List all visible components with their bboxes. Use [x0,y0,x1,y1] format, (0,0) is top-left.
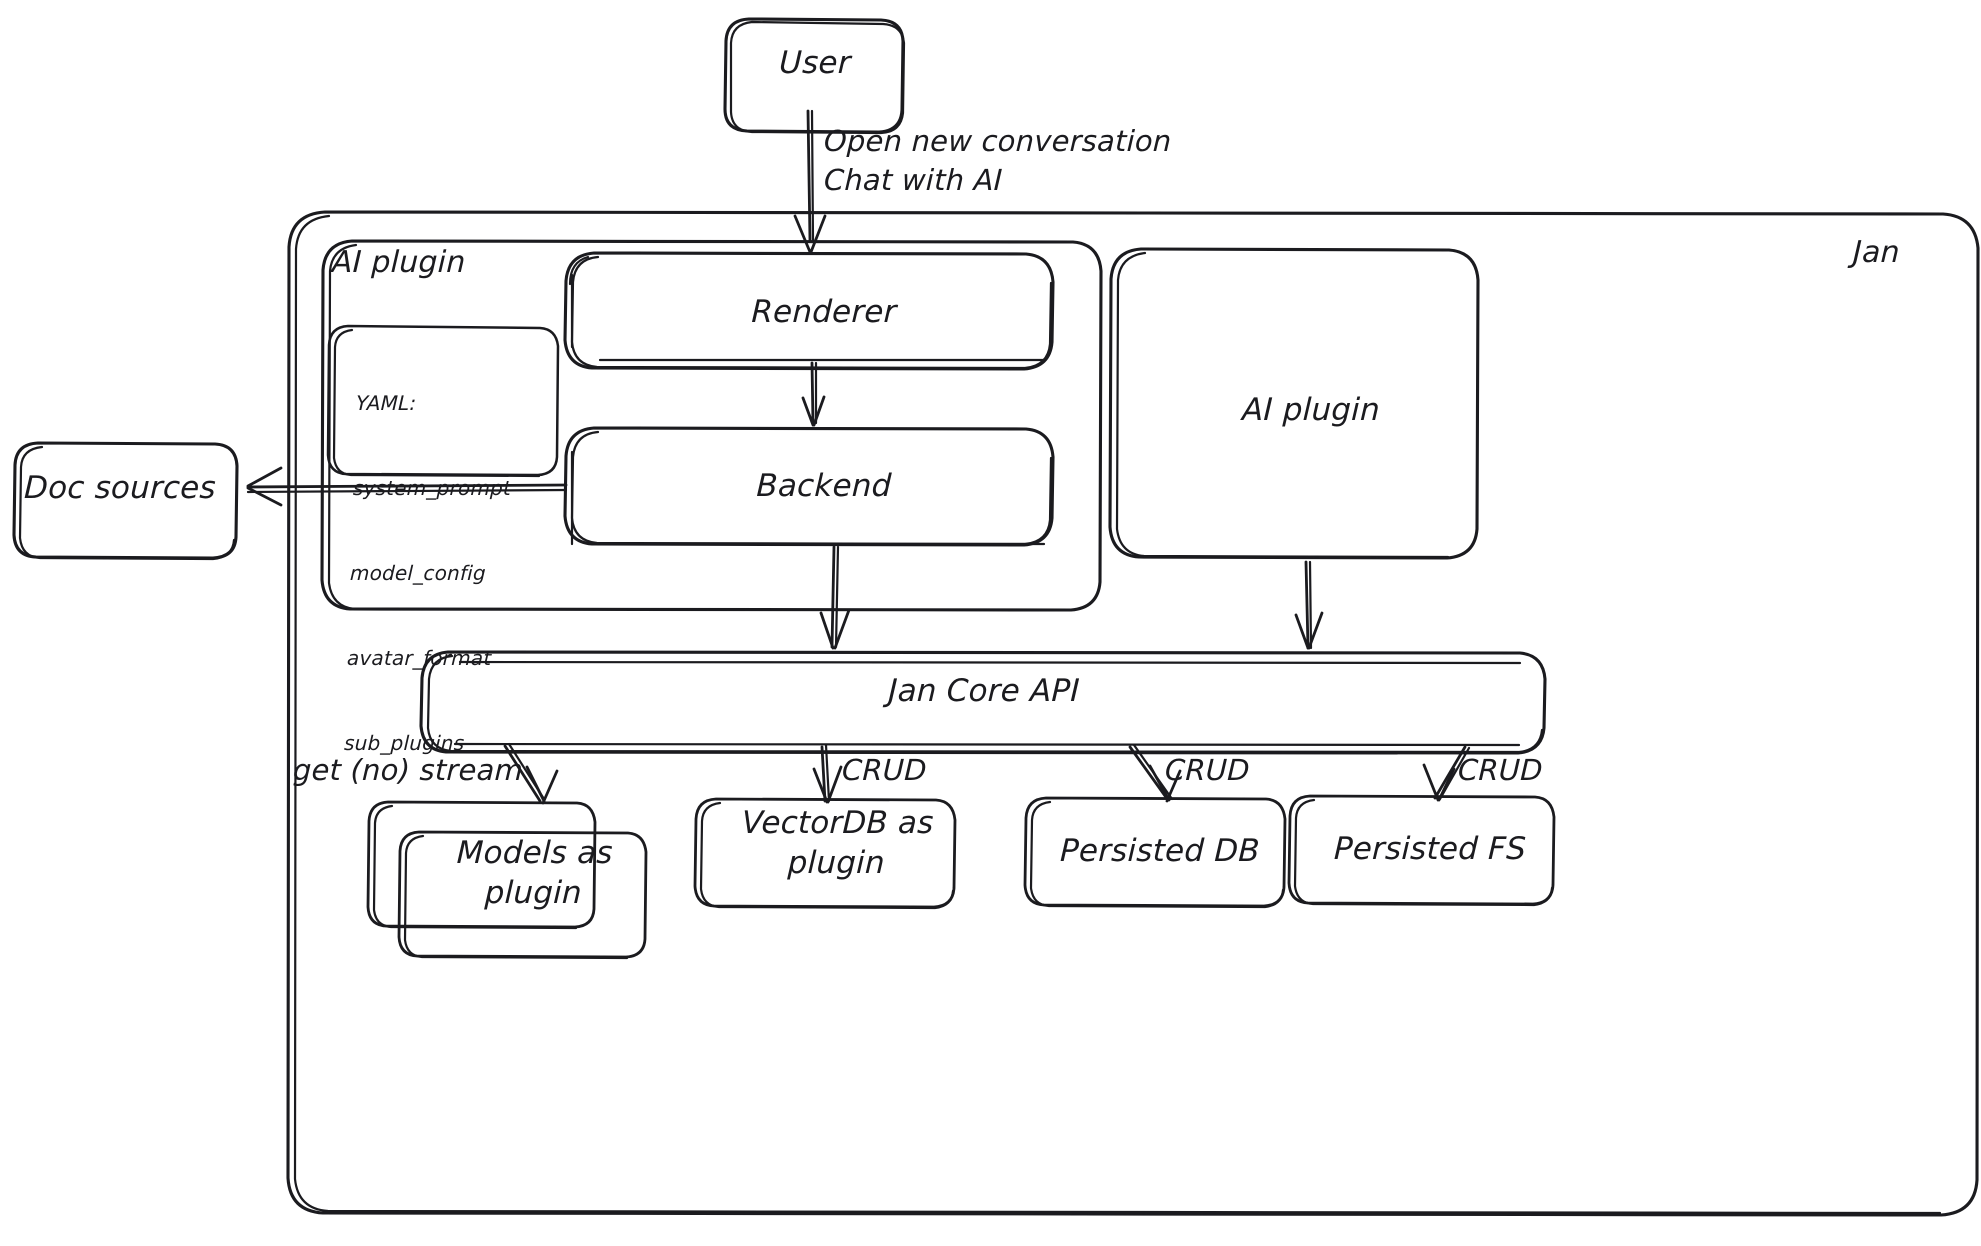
edge-label-crud-persisted-db: CRUD [1164,753,1251,787]
user-node-label: User [778,45,852,81]
user-box-stroke [723,17,906,135]
yaml-line-key: YAML: [355,390,417,415]
models-plugin-outer-box-stroke [366,800,597,930]
edge-label-crud-persisted-fs: CRUD [1457,753,1544,787]
edge-label-chat-with-ai: Chat with AI [823,163,1004,197]
persisted-db-node-label: Persisted DB [1059,833,1261,869]
models-plugin-inner-box-stroke [397,830,648,960]
arrow-core-api-to-persisted-fs [1422,745,1471,802]
backend-box-stroke [563,426,1055,547]
ai-plugin-right-box-stroke [1108,247,1480,560]
jan-core-api-box-stroke [419,650,1547,755]
persisted-fs-box-stroke [1287,794,1556,907]
edge-label-crud-vectordb: CRUD [841,753,928,787]
arrow-backend-to-doc-sources [246,466,568,507]
yaml-box-stroke [326,324,560,478]
arrow-backend-to-core-api [819,545,851,650]
yaml-line-avatar-format: avatar_format [346,646,492,671]
yaml-line-model-config: model_config [349,561,487,586]
arrow-core-api-to-vectordb [812,743,843,804]
arrow-core-api-to-persisted-db [1128,743,1182,803]
vectordb-plugin-box-stroke [693,797,957,910]
jan-core-api-node-label: Jan Core API [887,673,1081,709]
arrow-core-api-to-models [503,742,559,805]
yaml-box-text: YAML: system_prompt model_config avatar_… [342,332,517,815]
arrow-ai-plugin-to-core-api [1294,560,1324,650]
ai-plugin-right-node-label: AI plugin [1241,392,1381,428]
ai-plugin-group-stroke [320,239,1103,612]
persisted-db-box-stroke [1023,796,1287,909]
persisted-fs-node-label: Persisted FS [1333,831,1527,867]
renderer-box-shadow-stroke [568,255,1046,362]
jan-container-label: Jan [1852,235,1901,270]
renderer-node-label: Renderer [750,294,898,330]
arrow-user-to-renderer [793,109,827,254]
yaml-line-system-prompt: system_prompt [352,475,512,500]
doc-sources-node-label: Doc sources [23,470,217,506]
edge-label-open-new-conversation: Open new conversation [823,124,1173,158]
arrow-renderer-to-backend [801,361,826,427]
edge-label-get-no-stream: get (no) stream [292,753,524,787]
doc-sources-box-stroke [12,441,239,561]
backend-node-label: Backend [755,468,893,504]
jan-container-stroke [286,210,1980,1217]
ai-plugin-group-label: AI plugin [331,245,467,280]
